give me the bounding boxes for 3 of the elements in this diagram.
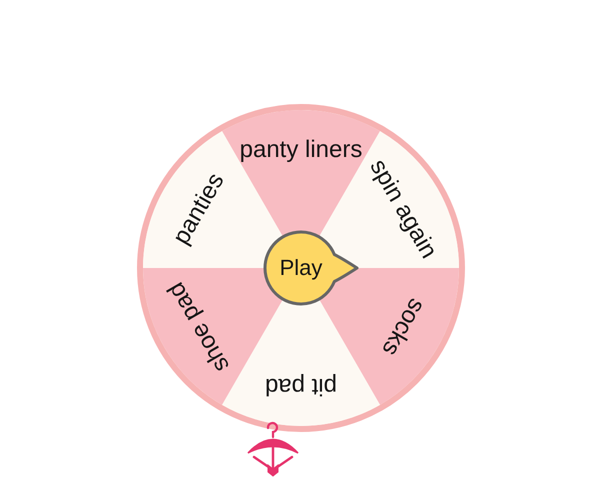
sector-label: panty liners: [240, 137, 362, 163]
sector-label: pit pad: [264, 373, 338, 399]
play-button: Play: [262, 229, 360, 307]
